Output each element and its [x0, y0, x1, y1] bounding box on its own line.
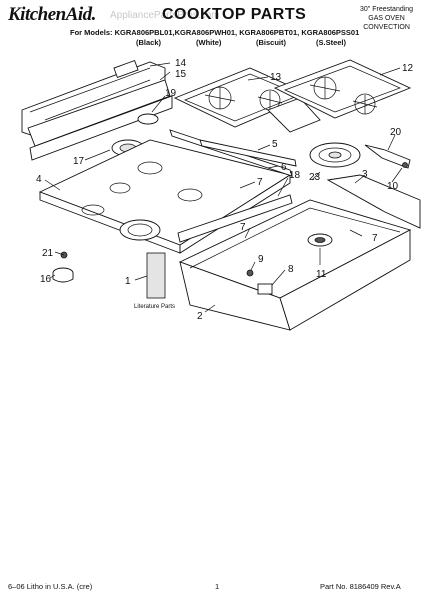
callout-7a: 7 [257, 177, 263, 188]
footer-litho: 6–06 Litho in U.S.A. (cre) [8, 582, 93, 591]
color-white: (White) [196, 38, 222, 47]
rear-support-rail [326, 174, 421, 229]
color-black: (Black) [136, 38, 162, 47]
callout-11: 11 [316, 269, 327, 280]
callout-16: 16 [40, 274, 52, 285]
callout-21: 21 [42, 248, 54, 259]
grate-left [173, 67, 321, 133]
burner-large [307, 233, 333, 247]
callout-14: 14 [175, 58, 187, 69]
color-biscuit: (Biscuit) [256, 38, 286, 47]
callout-19: 19 [165, 88, 177, 99]
callout-9: 9 [258, 254, 264, 265]
callout-6: 6 [281, 162, 287, 173]
callout-23: 23 [309, 172, 321, 183]
burner-box [178, 199, 412, 331]
watermark-text: AppliancePartsPros.com [110, 10, 220, 21]
callout-20: 20 [390, 127, 402, 138]
color-ssteel: (S.Steel) [316, 38, 347, 47]
callout-1: 1 [125, 276, 131, 287]
grate-right [273, 59, 412, 119]
trim-strip-lower [199, 139, 297, 167]
knob [52, 251, 74, 283]
callout-2: 2 [197, 311, 203, 322]
literature-label: Literature Parts [134, 304, 175, 310]
bracket-screw [402, 162, 408, 168]
callout-4: 4 [36, 174, 42, 185]
callout-10: 10 [387, 181, 399, 192]
small-bracket [257, 283, 273, 295]
callout-15: 15 [175, 69, 187, 80]
callout-7c: 7 [372, 233, 378, 244]
footer-page-number: 1 [215, 582, 220, 591]
range-type-block: 30" Freestanding GAS OVEN CONVECTION [360, 5, 413, 32]
range-type-line-3: CONVECTION [363, 24, 410, 31]
brand-logo: KitchenAid. [8, 4, 96, 25]
range-type-line-2: GAS OVEN [368, 15, 405, 22]
callout-17: 17 [73, 156, 85, 167]
callout-3: 3 [362, 169, 368, 180]
literature-parts-booklet [146, 252, 166, 299]
callout-18: 18 [289, 170, 301, 181]
manifold-strip [177, 194, 293, 243]
callout-7b: 7 [240, 222, 246, 233]
burner-cap-small [137, 113, 159, 125]
models-line: For Models: KGRA806PBL01,KGRA806PWH01, K… [70, 28, 360, 37]
callout-5: 5 [272, 139, 278, 150]
range-type-line-1: 30" Freestanding [360, 6, 414, 13]
page-title: COOKTOP PARTS [162, 6, 307, 23]
footer-part-number: Part No. 8186409 Rev.A [320, 582, 401, 591]
callout-12: 12 [402, 63, 414, 74]
screw [246, 269, 254, 277]
burner-ring [309, 142, 361, 168]
callout-leaders [44, 62, 403, 313]
backguard-panel [21, 59, 173, 161]
bracket [364, 144, 411, 169]
callout-8: 8 [288, 264, 294, 275]
callout-13: 13 [270, 72, 282, 83]
